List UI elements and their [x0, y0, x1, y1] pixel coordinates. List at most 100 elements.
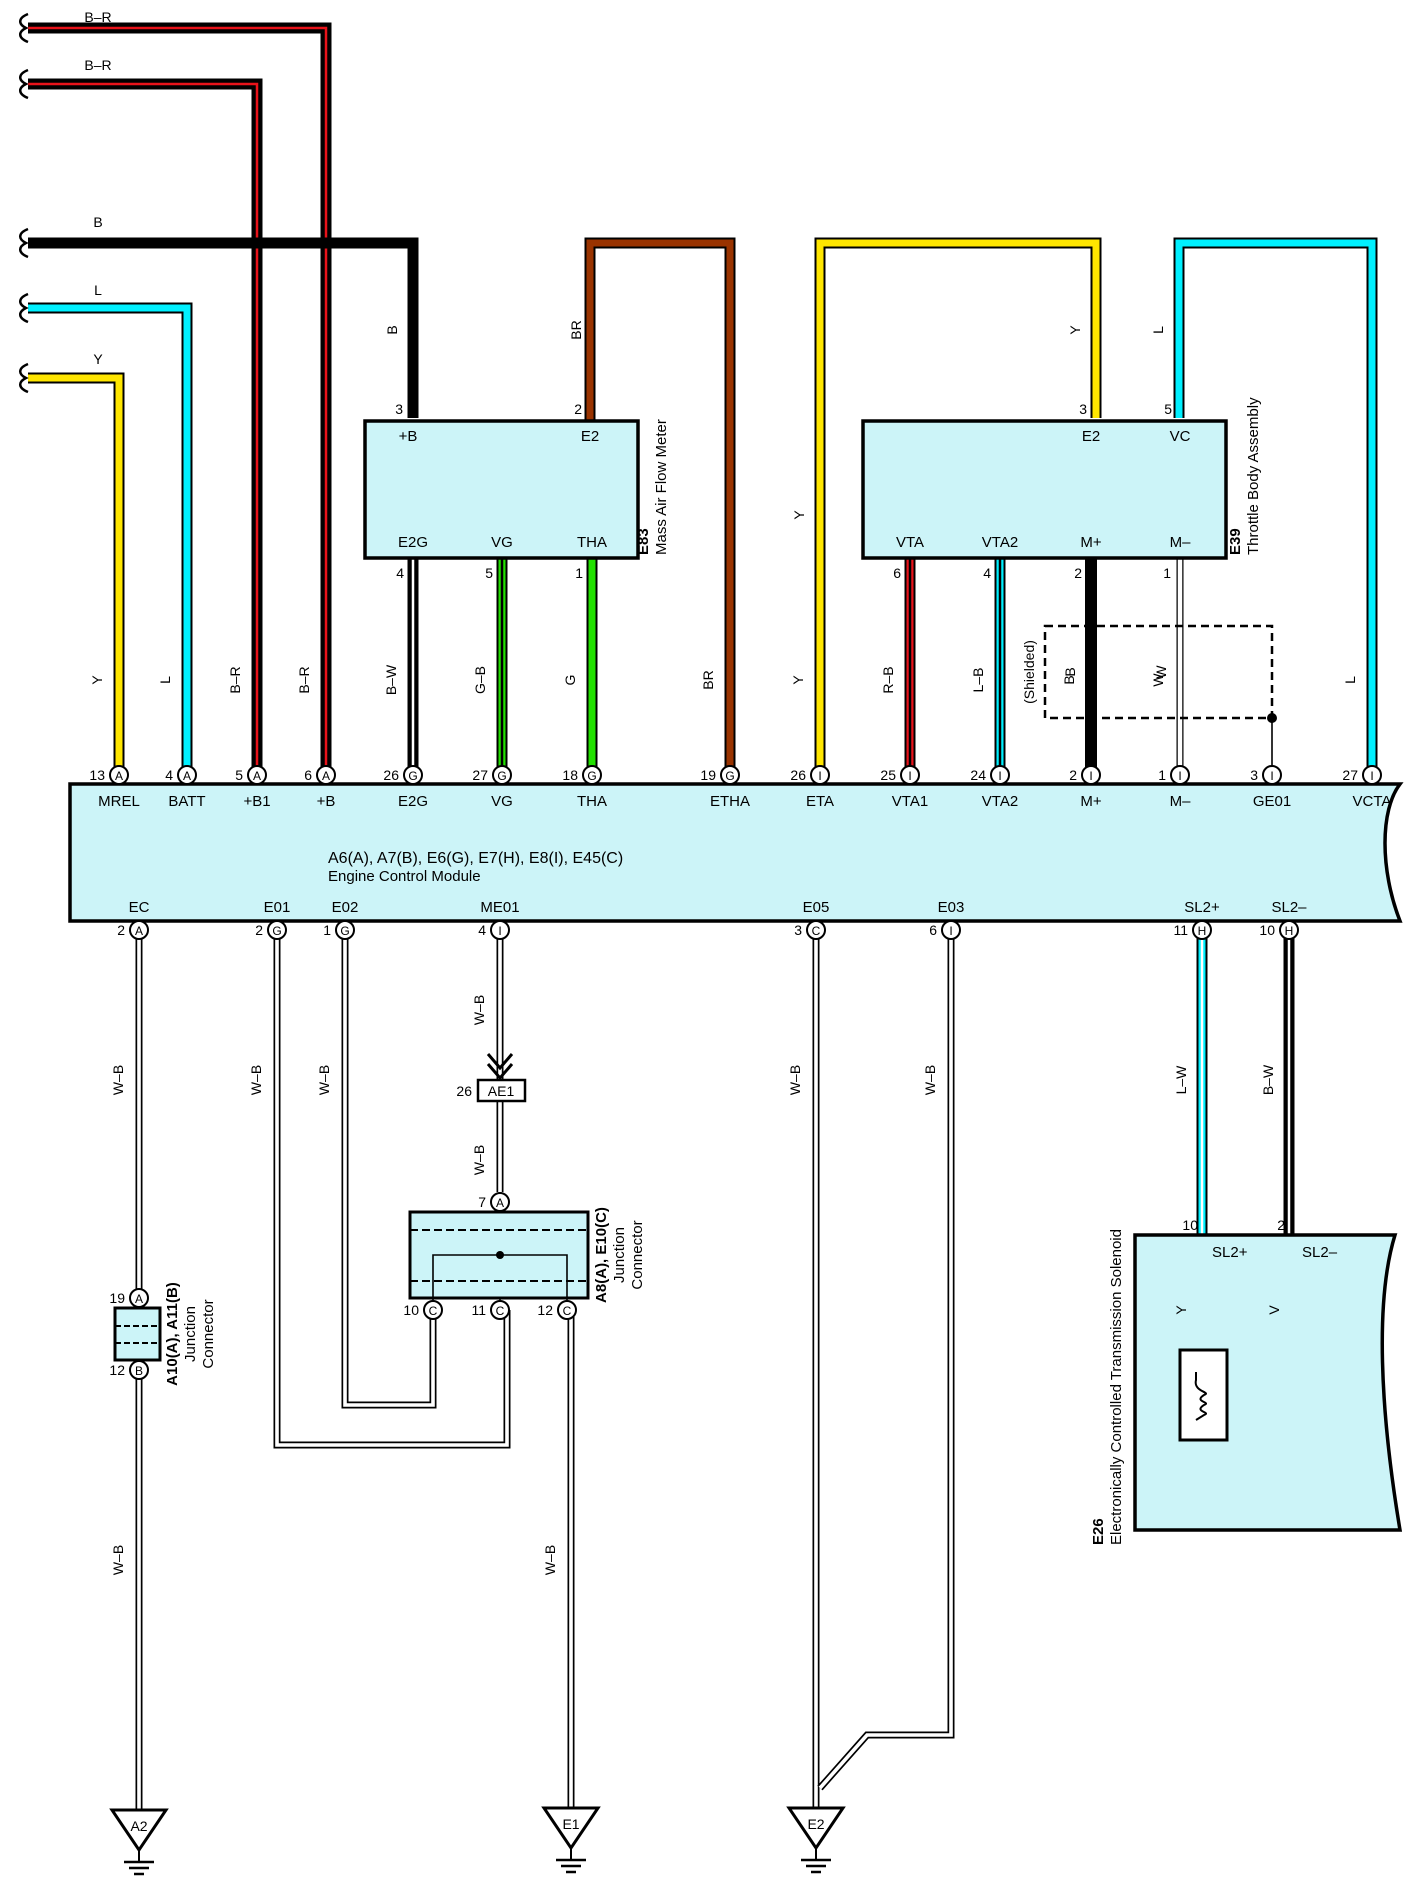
wire-w-b-e01-core [275, 930, 509, 1447]
wire-w-b-e03 [817, 930, 955, 1791]
wire-y-eta-fill [816, 239, 1100, 775]
solenoid-pin-number: 10 [1182, 1217, 1198, 1233]
maf-pin-number: 4 [396, 565, 404, 581]
ecm-terminal-label: E03 [938, 899, 965, 916]
wire-color-label: B [384, 325, 400, 334]
ecm-top-pin-number: 24 [970, 767, 986, 783]
ecm-top-pin-number: 4 [165, 767, 173, 783]
wire-color-label: W–B [316, 1065, 332, 1095]
pin-connector-letter: A [322, 769, 330, 783]
throttle-code: E39 [1227, 528, 1244, 555]
wire-break-mark [19, 292, 29, 324]
coil-icon [1194, 1372, 1207, 1421]
maf-code: E83 [635, 528, 652, 555]
maf-terminal-label: VG [491, 534, 513, 551]
jc-a8-code: A8(A), E10(C) [593, 1207, 610, 1303]
ecm-terminal-label: GE01 [1253, 793, 1291, 810]
ground-e2-label: E2 [807, 1816, 824, 1832]
ecm-bottom-pin-number: 10 [1259, 922, 1275, 938]
jc-a10-line2: Connector [200, 1299, 217, 1368]
ecm-wire-color-label: G–B [472, 666, 488, 694]
ecm-bottom-pin-number: 3 [794, 922, 802, 938]
wire-b-r-1-fill [28, 24, 330, 775]
throttle-terminal-label: VTA2 [982, 534, 1018, 551]
ecm-top-pin [403, 765, 423, 785]
ground-e1-symbol [541, 1806, 601, 1851]
wire-break-mark [19, 227, 29, 259]
wire-l-vcta-fill [1175, 239, 1376, 775]
wire-color-label: W–B [110, 1065, 126, 1095]
wire-color-label: BR [568, 320, 584, 339]
ecm-bottom-pin [941, 920, 961, 940]
pin-connector-letter: C [429, 1304, 438, 1318]
ecm-top-pin [900, 765, 920, 785]
throttle-pin-number: 2 [1074, 565, 1082, 581]
ecm-top-pin [810, 765, 830, 785]
ecm-terminal-label: ETA [806, 793, 834, 810]
ecm-top-pin [492, 765, 512, 785]
ground-a2-label: A2 [130, 1818, 147, 1834]
wire-color-label: B [1062, 667, 1078, 676]
ecm-subtitle: Engine Control Module [328, 868, 481, 885]
jc-a8-junction-dot [496, 1251, 504, 1259]
throttle-terminal-label: M– [1170, 534, 1191, 551]
maf-terminal-label: E2 [581, 428, 599, 445]
ecm-terminal-label: EC [129, 899, 150, 916]
jc-a10-code: A10(A), A11(B) [164, 1282, 181, 1386]
ecm-top-pin [990, 765, 1010, 785]
pin-connector-letter: G [587, 769, 596, 783]
throttle-pin-number: 5 [1164, 401, 1172, 417]
ecm-bottom-pin [1192, 920, 1212, 940]
shielded-label: (Shielded) [1021, 640, 1037, 704]
ecm-top-pin-number: 13 [89, 767, 105, 783]
wire-label-b-r-1: B–R [84, 9, 111, 25]
ecm-top-pin [316, 765, 336, 785]
ecm-bottom-pin [490, 920, 510, 940]
ecm-top-pin-number: 27 [1342, 767, 1358, 783]
ecm-bottom-pin [267, 920, 287, 940]
wire-label-b: B [93, 214, 102, 230]
wire-break-mark [19, 362, 29, 394]
wire-color-label: W–B [248, 1065, 264, 1095]
ground-a2-symbol [109, 1808, 169, 1853]
ecm-top-pin [1081, 765, 1101, 785]
ecm-top-pin [1170, 765, 1190, 785]
wire-b-r-2-fill [28, 80, 261, 775]
ecm-terminal-label: +B1 [243, 793, 270, 810]
pin-connector-letter: G [725, 769, 734, 783]
pin-connector-letter: A [135, 1292, 143, 1306]
wire-w-b-e02 [341, 930, 437, 1409]
pin-connector-letter: G [340, 924, 349, 938]
pin-connector-letter: I [1089, 769, 1092, 783]
ecm-terminal-label: THA [577, 793, 607, 810]
shield-junction-dot [1267, 713, 1277, 723]
throttle-name: Throttle Body Assembly [1245, 397, 1262, 555]
ecm-bottom-pin-number: 2 [255, 922, 263, 938]
pin-connector-letter: A [496, 1196, 504, 1210]
ecm-top-pin-number: 2 [1069, 767, 1077, 783]
jc-a8-pin-number: 10 [403, 1302, 419, 1318]
wire-break-mark [19, 68, 29, 100]
wire-color-label: W–B [922, 1065, 938, 1095]
jc-a10-pin-number: 12 [109, 1362, 125, 1378]
solenoid-box [1133, 1233, 1403, 1532]
ecm-terminal-label: E02 [332, 899, 359, 916]
ecm-wire-color-label: L [1342, 676, 1358, 684]
ecm-top-pin-number: 3 [1250, 767, 1258, 783]
ecm-terminal-label: +B [317, 793, 336, 810]
wire-w-b-e02-core [343, 930, 435, 1407]
ecm-bottom-pin-number: 2 [117, 922, 125, 938]
wire-b-r-1-stripe [28, 26, 328, 775]
ecm-top-pin [1262, 765, 1282, 785]
pin-connector-letter: I [498, 924, 501, 938]
jc-a10-top-pin [129, 1288, 149, 1308]
maf-pin-number: 5 [485, 565, 493, 581]
ecm-wire-color-label: B–R [296, 666, 312, 693]
wire-color-label: W–B [471, 995, 487, 1025]
pin-connector-letter: B [135, 1364, 143, 1378]
wire-color-label: Y [1067, 325, 1083, 335]
wire-w-b-e03-core [818, 930, 953, 1790]
maf-terminal-label: E2G [398, 534, 428, 551]
ecm-title: A6(A), A7(B), E6(G), E7(H), E8(I), E45(C… [328, 850, 623, 867]
